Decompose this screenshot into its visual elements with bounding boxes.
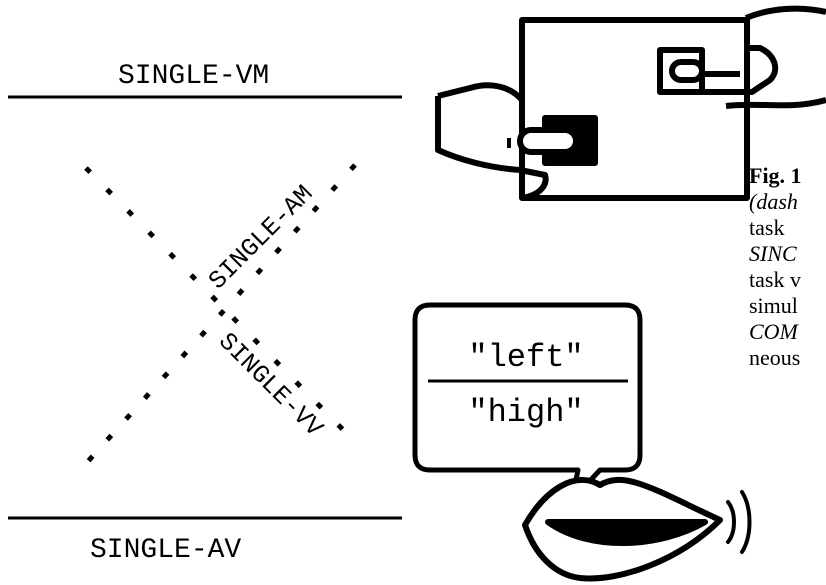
dashed-line-am-diagonal xyxy=(80,163,357,470)
speech-word-bottom: "high" xyxy=(468,394,583,431)
label-single-vm: SINGLE-VM xyxy=(118,61,269,92)
caption-line-7: COM xyxy=(749,319,800,344)
caption-line-1: Fig. 1 xyxy=(749,163,802,188)
label-single-vv: SINGLE-VV xyxy=(212,327,328,443)
figure-caption: Fig. 1 (dash task SINC task v simul COM … xyxy=(749,163,802,370)
caption-line-2: (dash xyxy=(749,189,798,214)
hands-device-icon xyxy=(435,5,826,201)
mouth-icon xyxy=(522,476,752,582)
caption-line-4: SINC xyxy=(749,241,797,266)
caption-line-8: neous xyxy=(749,345,800,370)
label-single-av: SINGLE-AV xyxy=(90,535,241,566)
label-single-am: SINGLE-AM xyxy=(203,180,319,296)
speech-word-top: "left" xyxy=(468,339,583,376)
caption-line-6: simul xyxy=(749,293,798,318)
dashed-line-vv-diagonal xyxy=(84,166,360,447)
caption-line-5: task v xyxy=(749,267,801,292)
caption-line-3: task xyxy=(749,215,784,240)
